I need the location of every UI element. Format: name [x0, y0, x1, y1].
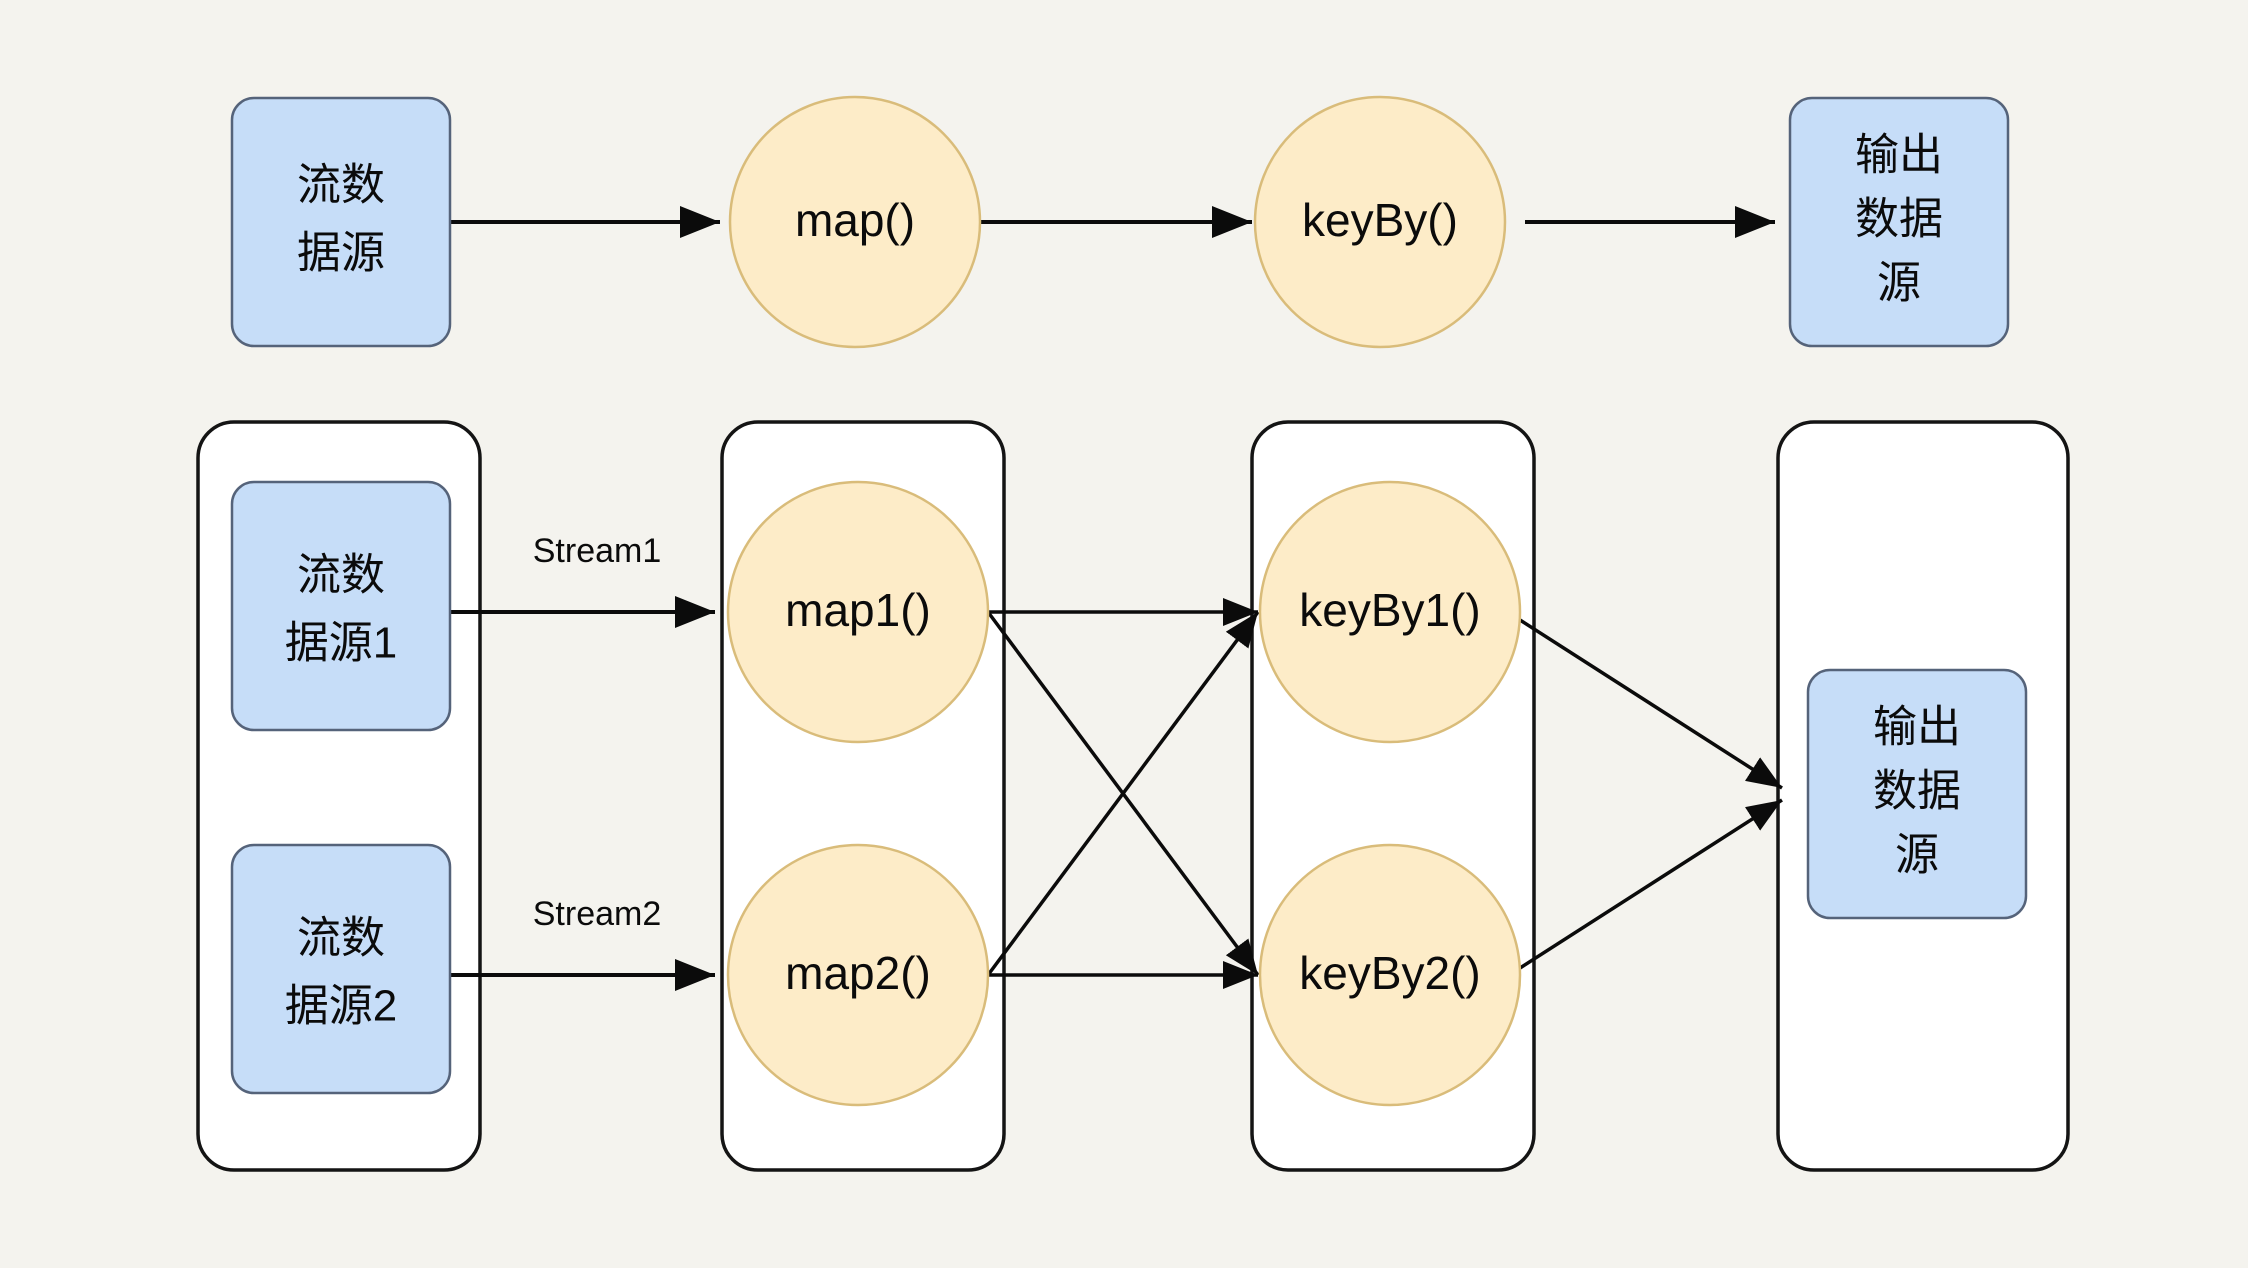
- source1-label-line1: 流数: [297, 551, 385, 600]
- node-map1[interactable]: map1(): [726, 480, 990, 744]
- node-source2[interactable]: 流数 据源2: [230, 843, 452, 1095]
- keyby2-circle-shape: [1258, 843, 1522, 1107]
- edge-map2-to-keyby1: [986, 610, 1260, 977]
- source2-label-line1: 流数: [297, 914, 385, 963]
- sink-label-line3: 源: [1877, 259, 1921, 308]
- map-label: map(): [795, 194, 915, 246]
- keyby-circle-shape: [1253, 95, 1507, 349]
- source-label-line2: 据源: [297, 229, 385, 278]
- node-sink2[interactable]: 输出 数据 源: [1806, 668, 2028, 920]
- node-map2[interactable]: map2(): [726, 843, 990, 1107]
- edge-label-stream1: Stream1: [533, 532, 662, 570]
- node-keyby[interactable]: keyBy(): [1253, 95, 1507, 349]
- keyby2-label: keyBy2(): [1299, 947, 1480, 999]
- node-keyby2[interactable]: keyBy2(): [1258, 843, 1522, 1107]
- map2-label: map2(): [785, 947, 931, 999]
- edge-keyby1-to-sink2: [1519, 618, 1783, 790]
- map1-circle-shape: [726, 480, 990, 744]
- sink2-box-shape: [1806, 668, 2028, 920]
- node-sink[interactable]: 输出 数据 源: [1788, 96, 2010, 348]
- edge-keyby2-to-sink2: [1519, 798, 1783, 970]
- map1-label: map1(): [785, 584, 931, 636]
- source2-box-shape: [230, 843, 452, 1095]
- source-box-shape: [230, 96, 452, 348]
- node-source1[interactable]: 流数 据源1: [230, 480, 452, 732]
- sink-label-line1: 输出: [1855, 131, 1943, 180]
- keyby-label: keyBy(): [1302, 194, 1458, 246]
- source-label-line1: 流数: [297, 161, 385, 210]
- bottom-row-group: Stream1 Stream2 流数 据源1: [196, 420, 2070, 1172]
- source2-label-line2: 据源2: [285, 982, 397, 1031]
- top-row-group: 流数 据源 map() keyBy() 输出 数据 源: [230, 95, 2010, 349]
- map-circle-shape: [728, 95, 982, 349]
- sink2-label-line1: 输出: [1873, 703, 1961, 752]
- keyby1-circle-shape: [1258, 480, 1522, 744]
- sink-box-shape: [1788, 96, 2010, 348]
- node-keyby1[interactable]: keyBy1(): [1258, 480, 1522, 744]
- source1-label-line2: 据源1: [285, 619, 397, 668]
- node-map[interactable]: map(): [728, 95, 982, 349]
- sink-label-line2: 数据: [1855, 195, 1943, 244]
- sink2-label-line3: 源: [1895, 831, 1939, 880]
- node-source[interactable]: 流数 据源: [230, 96, 452, 348]
- sink2-label-line2: 数据: [1873, 767, 1961, 816]
- edge-label-stream2: Stream2: [533, 895, 662, 933]
- keyby1-label: keyBy1(): [1299, 584, 1480, 636]
- map2-circle-shape: [726, 843, 990, 1107]
- source1-box-shape: [230, 480, 452, 732]
